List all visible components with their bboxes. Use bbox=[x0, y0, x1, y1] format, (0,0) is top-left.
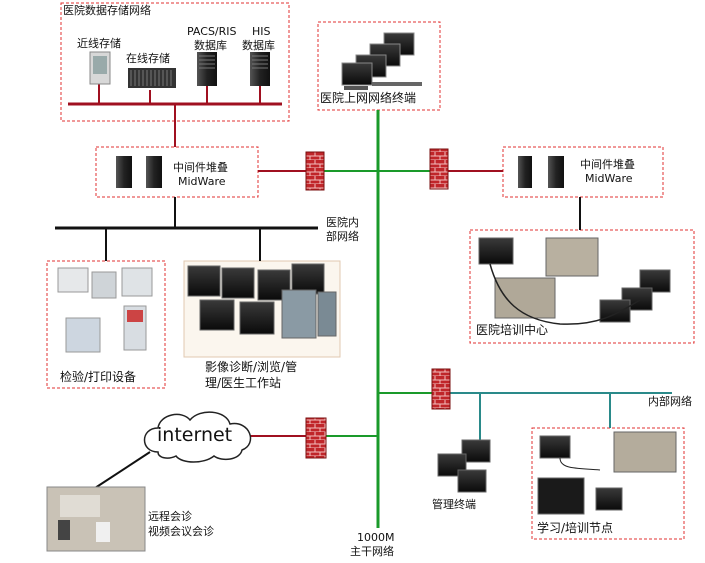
middleware-right-line1: 中间件堆叠 bbox=[580, 158, 635, 171]
his-label-line1: HIS bbox=[252, 25, 271, 38]
workstations-line1: 影像诊断/浏览/管 bbox=[205, 360, 298, 374]
internal-net-right-label: 内部网络 bbox=[648, 395, 692, 408]
his-label-line2: 数据库 bbox=[242, 39, 275, 52]
pacs-label-line1: PACS/RIS bbox=[187, 25, 237, 38]
terminals-top-label: 医院上网网络终端 bbox=[320, 91, 417, 105]
management-terminal-icon bbox=[437, 439, 491, 493]
middleware-right-servers-icon bbox=[518, 156, 564, 188]
middleware-left-line2: MidWare bbox=[178, 175, 226, 188]
his-server-icon bbox=[250, 52, 270, 86]
internet-label: internet bbox=[157, 424, 233, 446]
pacs-server-icon bbox=[197, 52, 217, 86]
backbone-line1: 1000M bbox=[357, 531, 395, 544]
training-nodes-icon bbox=[537, 431, 677, 515]
remote-consult-photo bbox=[46, 486, 146, 552]
storage-network-title: 医院数据存储网络 bbox=[63, 4, 151, 17]
remote-line2: 视频会议会诊 bbox=[148, 525, 214, 538]
nearline-storage-icon bbox=[89, 51, 111, 85]
middleware-left-servers-icon bbox=[116, 156, 162, 188]
internet-cloud-icon bbox=[143, 411, 252, 463]
remote-line1: 远程会诊 bbox=[148, 510, 192, 523]
workstations-icon bbox=[187, 263, 337, 339]
training-nodes-label: 学习/培训节点 bbox=[537, 521, 614, 535]
firewall-icon-2 bbox=[429, 148, 449, 190]
lab-devices-box bbox=[46, 260, 166, 389]
firewall-icon-1 bbox=[305, 151, 325, 191]
firewall-icon-3 bbox=[431, 368, 451, 410]
middleware-right-line2: MidWare bbox=[585, 172, 633, 185]
mgmt-terminal-label: 管理终端 bbox=[432, 498, 476, 511]
pacs-label-line2: 数据库 bbox=[194, 39, 227, 52]
training-nodes-box bbox=[531, 427, 685, 540]
backbone-line2: 主干网络 bbox=[350, 545, 394, 558]
training-center-label: 医院培训中心 bbox=[476, 323, 549, 337]
internal-net-left-line2: 部网络 bbox=[326, 230, 359, 243]
training-center-icon bbox=[478, 237, 671, 325]
lab-devices-label: 检验/打印设备 bbox=[60, 370, 137, 384]
online-storage-label: 在线存储 bbox=[126, 52, 170, 65]
internal-net-left-line1: 医院内 bbox=[326, 216, 359, 229]
nearline-storage-label: 近线存储 bbox=[77, 37, 121, 50]
lab-equipment-icon bbox=[57, 267, 153, 353]
remote-link bbox=[94, 451, 151, 489]
online-storage-icon bbox=[128, 68, 176, 88]
training-center-box bbox=[469, 229, 695, 344]
workstations-line2: 理/医生工作站 bbox=[205, 376, 282, 390]
middleware-left-line1: 中间件堆叠 bbox=[173, 161, 228, 174]
top-terminals-icon bbox=[341, 32, 422, 90]
firewall-icon-4 bbox=[305, 417, 327, 459]
